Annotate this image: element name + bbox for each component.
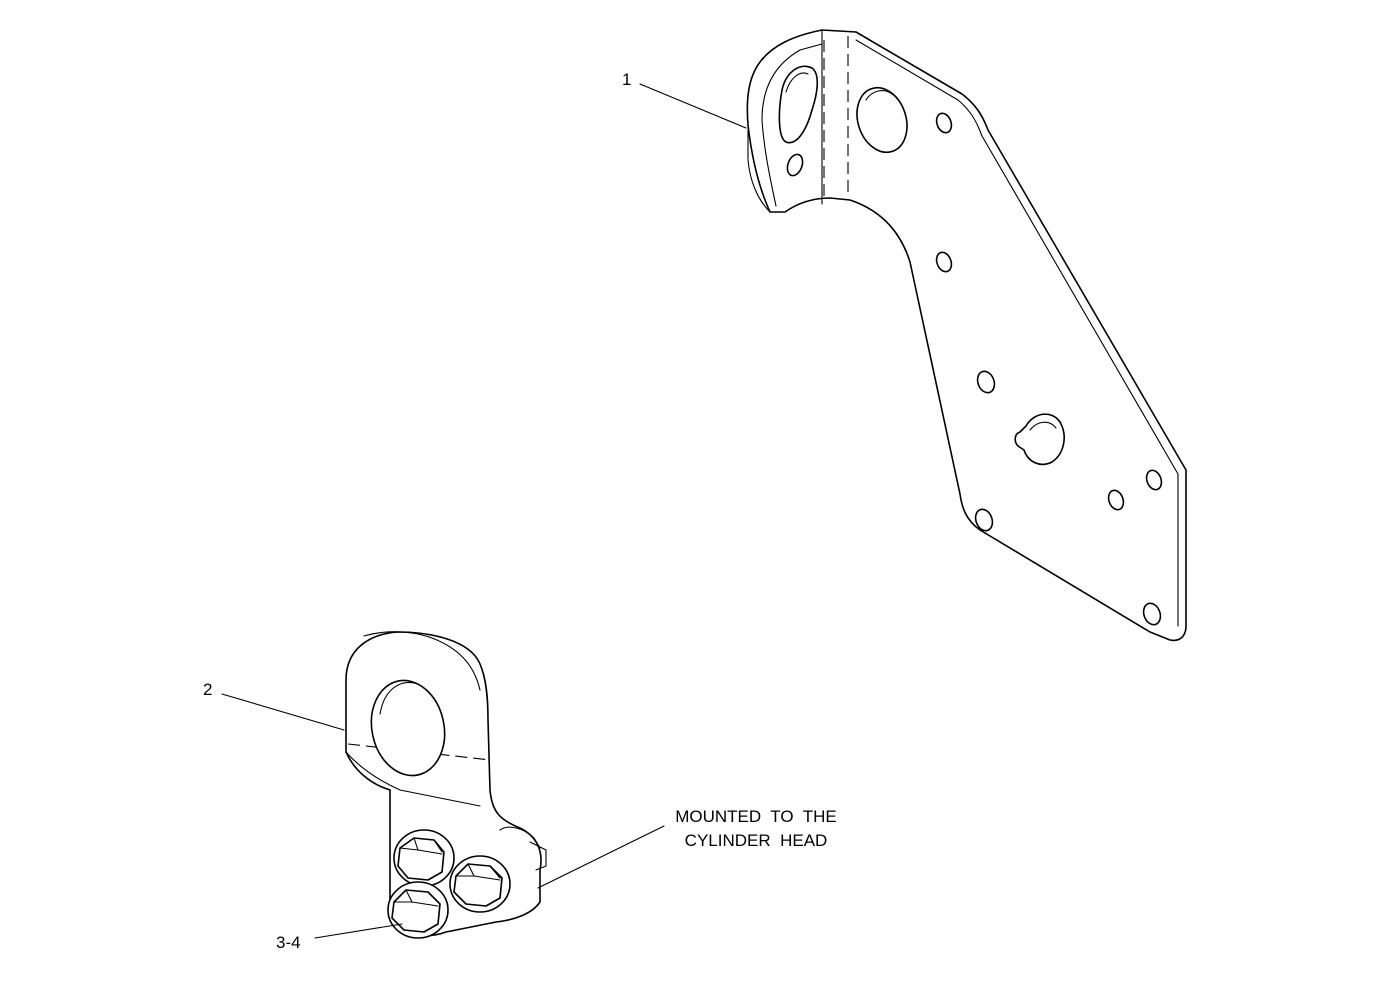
bolt-right <box>449 855 511 913</box>
note-line-1: MOUNTED TO THE <box>675 807 837 826</box>
leader-part-1 <box>639 83 747 129</box>
lifting-eye-body <box>345 631 542 937</box>
bolt-lower-left <box>387 881 449 939</box>
note-line-2: CYLINDER HEAD <box>685 831 828 850</box>
bracket-part-1 <box>746 29 1187 642</box>
keyed-center-hole <box>1014 413 1065 466</box>
callout-2-label: 2 <box>203 680 212 699</box>
leader-part-3-4 <box>314 923 403 939</box>
callout-3-4-label: 3-4 <box>276 933 301 952</box>
callout-1-label: 1 <box>622 70 631 89</box>
lifting-eye-part-2 <box>345 631 547 937</box>
leader-note <box>537 825 665 889</box>
leader-part-2 <box>221 693 345 731</box>
upper-large-hole <box>856 86 908 154</box>
eye-hole <box>370 679 446 777</box>
bolts-part-3-4 <box>387 829 511 939</box>
bolt-upper-left <box>393 829 455 887</box>
bracket-plate <box>746 29 1187 642</box>
